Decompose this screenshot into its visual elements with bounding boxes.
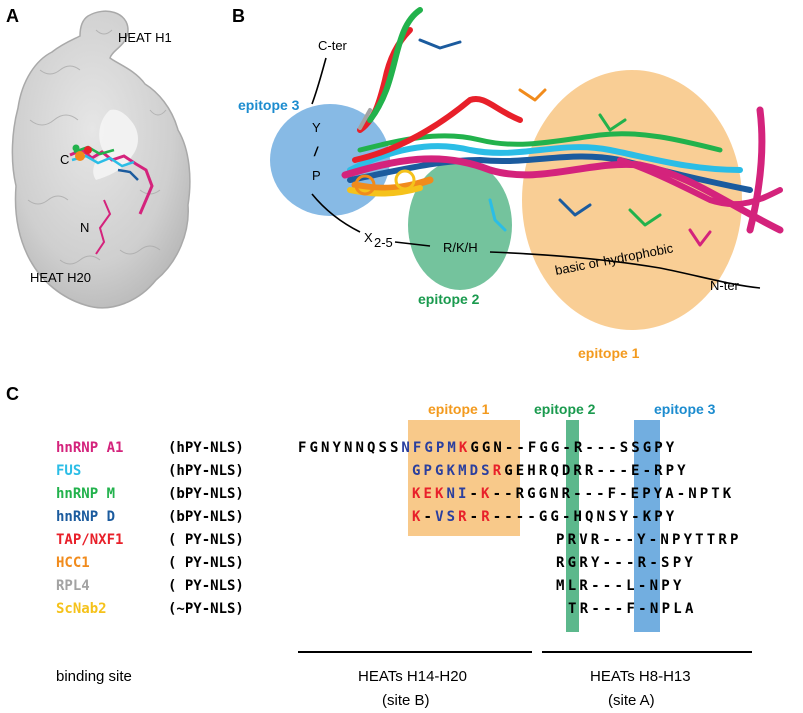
heats-a-label: HEATs H8-H13 <box>590 668 691 685</box>
nls-type: (hPY-NLS) <box>168 440 244 456</box>
heat-h1-label: HEAT H1 <box>118 30 172 45</box>
n-terminus-label: N <box>80 220 89 235</box>
protein-name: RPL4 <box>56 578 90 594</box>
epitope-3-title: epitope 3 <box>238 97 300 113</box>
epitope-2-region <box>408 160 512 290</box>
epitope-1-box <box>408 420 520 536</box>
motif-x: X <box>364 230 373 245</box>
epitope-guide-lines <box>311 57 761 289</box>
epitope-1-title: epitope 1 <box>578 345 640 361</box>
heats-b-label: HEATs H14-H20 <box>358 668 467 685</box>
epitope-3-box <box>634 420 660 632</box>
site-a-label: (site A) <box>608 692 655 709</box>
c-ter-label: C-ter <box>318 38 348 53</box>
motif-rkh: R/K/H <box>443 240 478 255</box>
motif-x-subscript: 2-5 <box>374 235 393 250</box>
epitope-3-col-title: epitope 3 <box>654 401 716 417</box>
binding-site-label: binding site <box>56 668 132 685</box>
c-terminus-label: C <box>60 152 69 167</box>
n-ter-label: N-ter <box>710 278 740 293</box>
motif-p: P <box>312 168 321 183</box>
protein-name: TAP/NXF1 <box>56 532 123 548</box>
nls-type: (hPY-NLS) <box>168 463 244 479</box>
peptide-stick-bundle <box>341 7 784 247</box>
protein-surface <box>11 10 191 309</box>
protein-name: hnRNP M <box>56 486 115 502</box>
nls-type: (bPY-NLS) <box>168 486 244 502</box>
protein-name: FUS <box>56 463 81 479</box>
nls-type: ( PY-NLS) <box>168 532 244 548</box>
epitope-2-title: epitope 2 <box>418 291 480 307</box>
protein-name: hnRNP A1 <box>56 440 123 456</box>
epitope-1-col-title: epitope 1 <box>428 401 490 417</box>
epitope-2-box <box>566 420 579 632</box>
site-b-label: (site B) <box>382 692 430 709</box>
protein-name: HCC1 <box>56 555 90 571</box>
panel-label-a: A <box>6 6 19 26</box>
bound-peptide <box>69 144 154 255</box>
panel-label-c: C <box>6 384 19 404</box>
epitope-1-region <box>522 70 742 330</box>
nls-type: ( PY-NLS) <box>168 578 244 594</box>
nls-type: ( PY-NLS) <box>168 555 244 571</box>
heat-h20-label: HEAT H20 <box>30 270 91 285</box>
protein-name: hnRNP D <box>56 509 115 525</box>
epitope-2-col-title: epitope 2 <box>534 401 596 417</box>
protein-name: ScNab2 <box>56 601 107 617</box>
motif-y: Y <box>312 120 321 135</box>
nls-type: (bPY-NLS) <box>168 509 244 525</box>
nls-type: (~PY-NLS) <box>168 601 244 617</box>
panel-label-b: B <box>232 6 245 26</box>
motif-slash: / <box>313 144 319 159</box>
